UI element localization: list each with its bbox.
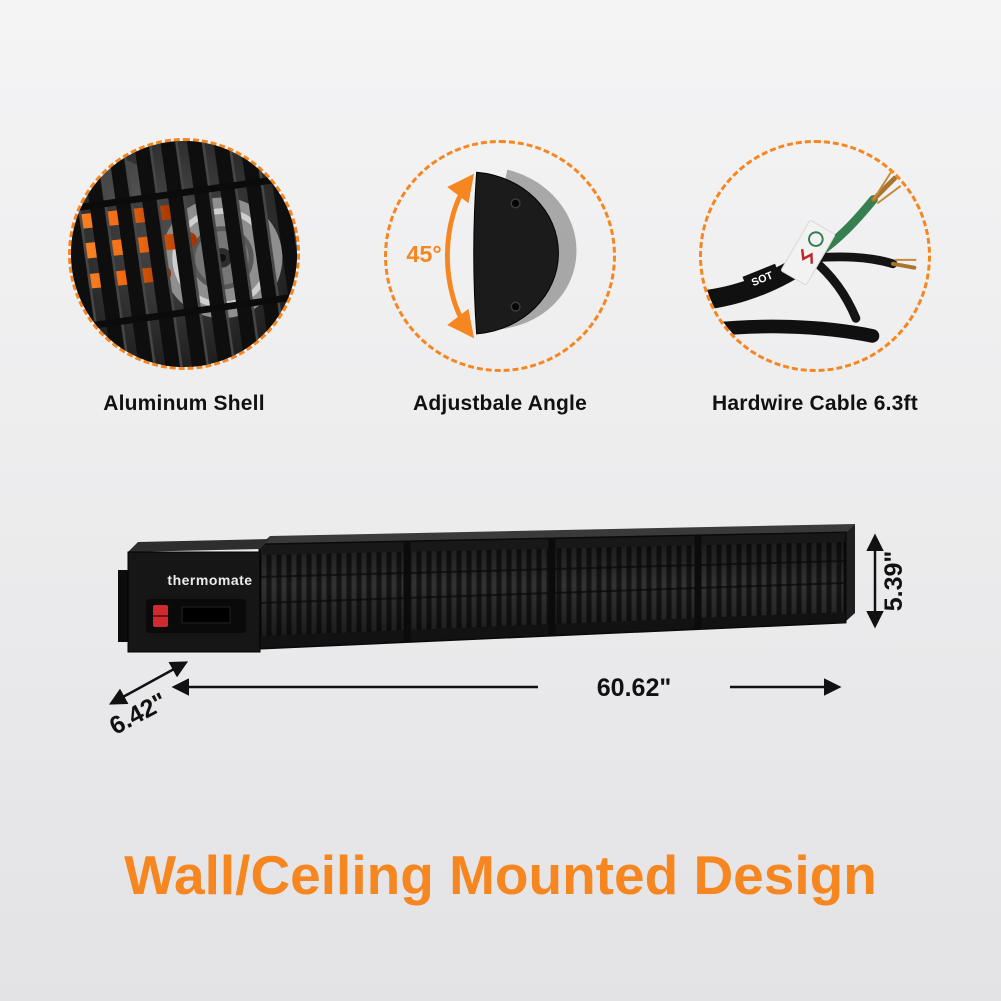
dimension-height: 5.39" xyxy=(866,533,908,629)
panel-slot xyxy=(181,606,231,624)
callout-circle-aluminum-shell xyxy=(68,138,300,370)
callout-label-aluminum-shell: Aluminum Shell xyxy=(103,392,265,415)
cables-photo: SOT xyxy=(702,171,917,343)
grille-closeup-photo xyxy=(71,141,297,367)
dimension-width: 60.62" xyxy=(171,674,842,702)
heater-product: thermomate 60.62" 5.39" 6.42" xyxy=(90,515,920,745)
heater-render: thermomate 60.62" 5.39" 6.42" xyxy=(105,524,908,741)
screw-top xyxy=(510,198,521,209)
depth-value: 6.42" xyxy=(105,687,172,740)
heater-body xyxy=(258,524,855,650)
dimension-depth: 6.42" xyxy=(105,661,189,741)
black-wire-down xyxy=(806,253,861,323)
screw-bottom xyxy=(510,301,521,312)
angle-bracket-graphic: 45° xyxy=(406,169,577,339)
angle-value: 45° xyxy=(406,241,441,267)
callout-label-adjustable-angle: Adjustbale Angle xyxy=(413,392,587,415)
cable-second xyxy=(702,319,880,343)
grille-slats xyxy=(71,141,297,367)
heater-end-cap: thermomate xyxy=(118,539,270,653)
headline: Wall/Ceiling Mounted Design xyxy=(124,844,877,906)
white-label-tag xyxy=(781,220,836,285)
brand-logo: thermomate xyxy=(167,572,252,588)
swivel-arrow xyxy=(444,173,475,339)
width-value: 60.62" xyxy=(597,674,671,702)
height-value: 5.39" xyxy=(880,551,908,612)
callout-circle-hardwire-cable: SOT xyxy=(699,140,931,372)
callout-label-hardwire-cable: Hardwire Cable 6.3ft xyxy=(712,392,918,415)
callout-circle-adjustable-angle: 45° xyxy=(384,140,616,372)
black-wire-right xyxy=(806,252,917,270)
